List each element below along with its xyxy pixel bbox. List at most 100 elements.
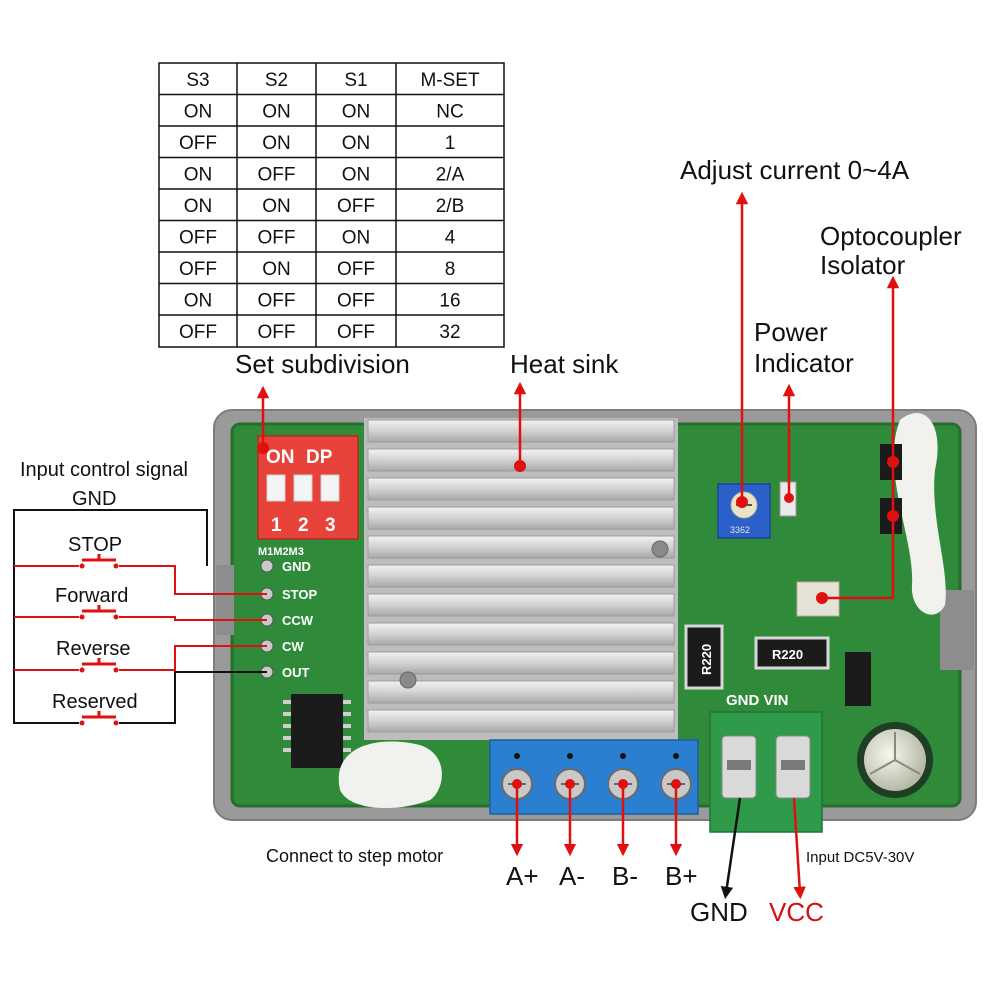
current-potentiometer[interactable]: 3362 [717, 483, 771, 539]
switch-terminal [79, 720, 85, 726]
label-optocoupler-2: Isolator [820, 250, 906, 280]
callout-labels: Set subdivision Heat sink Adjust current… [20, 155, 962, 927]
switch-terminal [79, 614, 85, 620]
table-cell: 1 [445, 133, 456, 154]
switch-label-reverse: Reverse [56, 638, 130, 660]
label-input-control: Input control signal [20, 459, 188, 481]
dip-slider-1[interactable] [266, 474, 286, 502]
switch-terminal [113, 667, 119, 673]
label-input-voltage: Input DC5V-30V [806, 849, 914, 866]
resistor-r220-horizontal: R220 [754, 636, 830, 670]
label-input-control-gnd: GND [72, 488, 116, 510]
logic-ic [291, 694, 343, 768]
pin-gnd[interactable] [260, 559, 274, 573]
table-cell: 16 [439, 290, 460, 311]
label-heat-sink: Heat sink [510, 349, 619, 379]
power-terminal-pcb-label: GND VIN [726, 692, 789, 709]
pin-label-gnd: GND [282, 559, 311, 574]
switch-terminal [113, 563, 119, 569]
switch-label-forward: Forward [55, 585, 128, 607]
dip-slider-2[interactable] [293, 474, 313, 502]
heat-sink-fin [367, 680, 675, 704]
table-header-cell: S1 [344, 70, 367, 91]
resistor-1-label: R220 [699, 644, 714, 675]
thermal-paste-left [338, 741, 442, 809]
table-cell: 32 [439, 322, 460, 343]
diode [845, 652, 871, 706]
motor-terminal-label: B+ [665, 861, 698, 891]
vcc-slot-clamp [781, 760, 805, 770]
table-cell: OFF [179, 259, 217, 280]
control-pins: GND STOP CCW CW OUT [260, 559, 317, 680]
switch-terminal [79, 667, 85, 673]
table-cell: ON [262, 101, 291, 122]
table-cell: OFF [179, 322, 217, 343]
table-cell: ON [184, 164, 213, 185]
switch-gap [79, 561, 119, 571]
power-terminal-block [709, 711, 823, 833]
switch-label-stop: STOP [68, 534, 122, 556]
control-wiring [13, 509, 267, 728]
table-cell: 4 [445, 227, 456, 248]
heat-sink-fin [367, 477, 675, 501]
heat-sink-fin [367, 506, 675, 530]
heat-sink-fin [367, 651, 675, 675]
table-cell: ON [262, 196, 291, 217]
motor-terminal-label: B- [612, 861, 638, 891]
dip-slider-3[interactable] [320, 474, 340, 502]
case-tab-right [940, 590, 974, 670]
label-set-subdivision: Set subdivision [235, 349, 410, 379]
table-header-cell: M-SET [420, 70, 480, 91]
pin-label-ccw: CCW [282, 613, 314, 628]
switch-terminal [79, 563, 85, 569]
table-cell: OFF [179, 227, 217, 248]
table-cell: OFF [258, 322, 296, 343]
motor-terminal-hole [620, 753, 626, 759]
resistor-2-label: R220 [772, 647, 803, 662]
dip-on-label: ON [266, 447, 295, 468]
case-tab-left [216, 565, 234, 635]
dot-optocoupler [816, 592, 828, 604]
table-cell: ON [342, 133, 371, 154]
table-cell: 8 [445, 259, 456, 280]
table-cell: OFF [258, 227, 296, 248]
heat-sink-fin [367, 535, 675, 559]
switch-terminal [113, 614, 119, 620]
table-cell: 2/A [436, 164, 465, 185]
table-cell: NC [436, 101, 463, 122]
label-adjust-current: Adjust current 0~4A [680, 155, 910, 185]
table-cell: OFF [337, 290, 375, 311]
label-optocoupler-1: Optocoupler [820, 221, 962, 251]
table-header-cell: S2 [265, 70, 288, 91]
heat-sink-screw-1 [651, 540, 669, 558]
capacitor-vent [869, 732, 921, 775]
switch-label-reserved: Reserved [52, 691, 138, 713]
dot-optocoupler-2 [887, 510, 899, 522]
resistor-r220-vertical: R220 [684, 624, 724, 690]
dip-switch[interactable]: ON DP 1 2 3 [257, 435, 359, 540]
table-cell: ON [262, 259, 291, 280]
table-cell: ON [342, 101, 371, 122]
gnd-wire [13, 509, 267, 724]
table-grid [159, 63, 504, 347]
dot-power-indicator [784, 493, 794, 503]
dot-optocoupler-1 [887, 456, 899, 468]
heat-sink-fin [367, 709, 675, 733]
table-cell: ON [184, 196, 213, 217]
switch-gap [79, 665, 119, 675]
table-cell: ON [342, 164, 371, 185]
dip-dp-label: DP [306, 447, 333, 468]
pin-label-out: OUT [282, 665, 310, 680]
motor-terminal-arrows [510, 779, 683, 857]
dip-number-2: 2 [298, 515, 309, 536]
arrow-optocoupler [822, 275, 900, 600]
table-border [158, 62, 505, 348]
dot-heat-sink [514, 460, 526, 472]
heat-sink [364, 418, 678, 740]
motor-terminal-labels: A+A-B-B+ [506, 861, 698, 891]
dip-m-labels: M1M2M3 [258, 546, 304, 558]
table-cell: ON [184, 290, 213, 311]
